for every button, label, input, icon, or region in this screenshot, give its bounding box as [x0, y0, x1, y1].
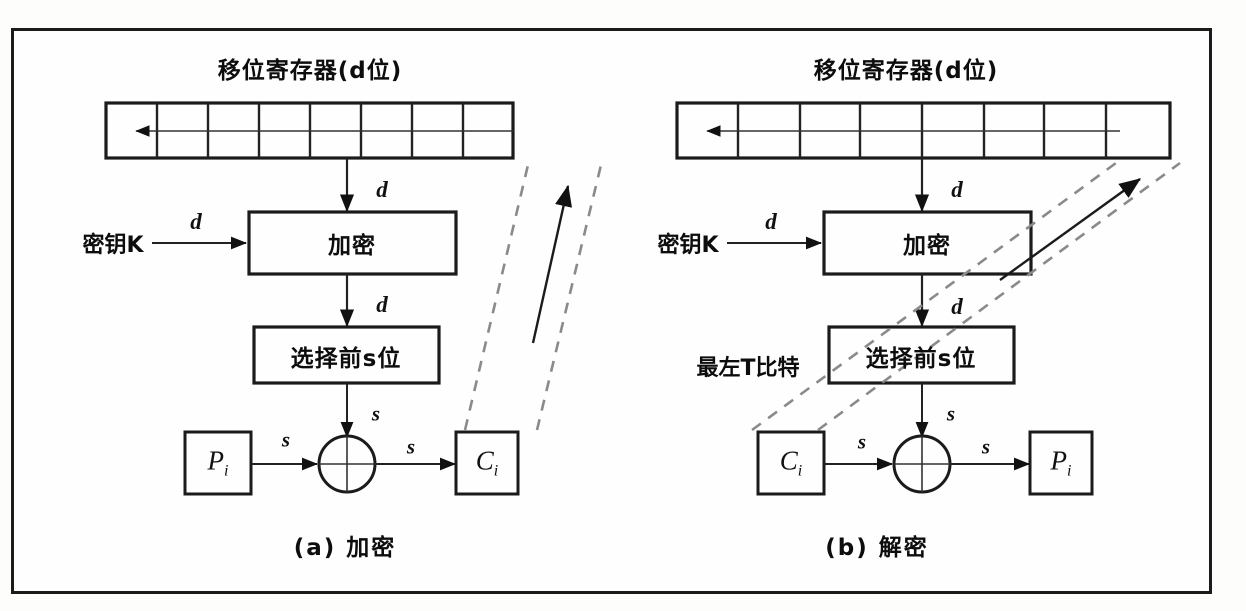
select-out-width-label-encrypt: s: [371, 401, 381, 426]
plaintext-subscript: i: [1067, 462, 1072, 480]
feedback-dashed-right: [535, 164, 603, 431]
figure-outer-frame: [11, 28, 1212, 594]
panel-encrypt: [104, 101, 603, 496]
xor-out-edge-label-encrypt: s: [406, 434, 416, 459]
plaintext-label-encrypt: Pi: [208, 445, 229, 480]
caption-decrypt: (b) 解密: [825, 535, 929, 561]
register-out-width-label-decrypt: d: [951, 177, 963, 202]
feedback-dashed-left: [463, 164, 530, 431]
ciphertext-label-decrypt: Ci: [780, 445, 802, 480]
ciphertext-symbol: C: [779, 445, 798, 476]
caption-encrypt: (a) 加密: [293, 535, 397, 561]
plaintext-symbol: P: [207, 445, 225, 476]
plaintext-edge-label-encrypt: s: [281, 427, 291, 452]
feedback-dashed-right: [817, 161, 1181, 432]
ciphertext-label-encrypt: Ci: [476, 445, 498, 480]
feedback-arrow-decrypt: [999, 178, 1141, 281]
cipher-box-label-decrypt: 加密: [903, 233, 951, 259]
feedback-dashed-left: [751, 161, 1117, 432]
ciphertext-edge-label-decrypt: s: [857, 429, 867, 454]
key-width-label-encrypt: d: [190, 209, 202, 234]
plaintext-symbol: P: [1050, 445, 1068, 476]
key-label-text: 密钥K: [82, 233, 144, 258]
key-label-decrypt: 密钥K: [657, 227, 718, 259]
key-width-label-decrypt: d: [765, 209, 777, 234]
cipher-box-decrypt: [822, 210, 1033, 276]
register-title-encrypt: 移位寄存器(d位): [217, 58, 403, 84]
select-box-label-encrypt: 选择前s位: [290, 346, 402, 372]
select-box-label-decrypt: 选择前s位: [865, 346, 977, 372]
ciphertext-subscript: i: [797, 462, 803, 480]
plaintext-label-decrypt: Pi: [1051, 445, 1072, 480]
plaintext-subscript: i: [224, 462, 229, 480]
ciphertext-box-encrypt: [454, 430, 520, 496]
select-out-width-label-decrypt: s: [946, 401, 956, 426]
key-label-encrypt: 密钥K: [82, 227, 143, 259]
plaintext-box-decrypt: [1028, 430, 1094, 496]
cipher-box-label-encrypt: 加密: [328, 233, 376, 259]
feedback-arrow-encrypt: [531, 184, 572, 344]
cipher-out-width-label-decrypt: d: [951, 294, 963, 319]
register-out-width-label-encrypt: d: [376, 177, 388, 202]
feedback-note-decrypt: 最左T比特: [696, 356, 800, 381]
key-label-text: 密钥K: [657, 233, 719, 258]
shift-register-decrypt: [675, 101, 1172, 160]
xor-out-edge-label-decrypt: s: [981, 434, 991, 459]
cipher-out-width-label-encrypt: d: [376, 292, 388, 317]
cipher-box-encrypt: [247, 210, 458, 276]
register-title-decrypt: 移位寄存器(d位): [813, 58, 999, 84]
panel-decrypt: [675, 101, 1181, 496]
ciphertext-symbol: C: [475, 445, 494, 476]
ciphertext-subscript: i: [493, 462, 499, 480]
